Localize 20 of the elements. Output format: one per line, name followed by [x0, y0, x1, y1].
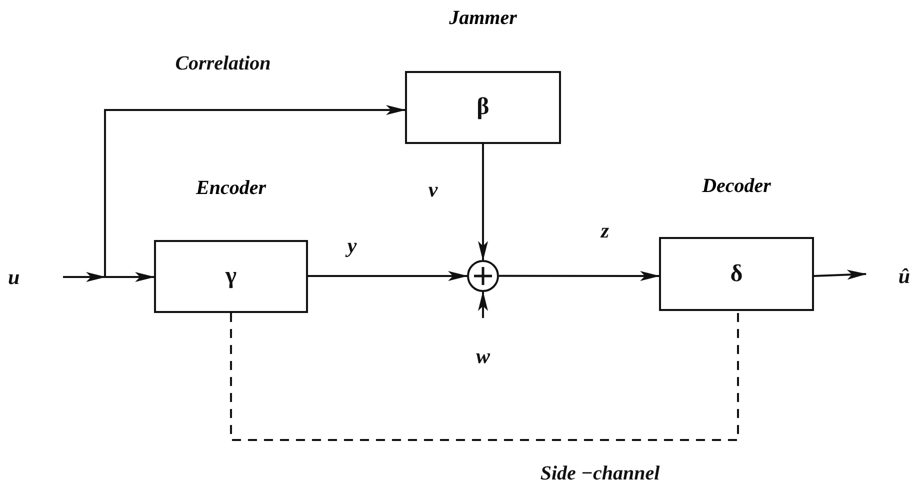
process-box: β: [405, 71, 561, 144]
arrow: [478, 291, 488, 318]
block-heading: Decoder: [702, 174, 771, 198]
arrow: [499, 270, 660, 281]
edge-label: Correlation: [175, 52, 271, 76]
connector-line: [230, 311, 739, 441]
arrow: [814, 270, 867, 280]
edge-label: y: [347, 234, 357, 258]
signal-variable: û: [898, 264, 910, 288]
process-box: γ: [154, 240, 308, 313]
signal-variable: u: [8, 265, 20, 289]
edge-label: Side −channel: [540, 462, 660, 486]
signal-variable: w: [476, 344, 490, 368]
edge-label: z: [600, 218, 610, 244]
block-heading: Jammer: [449, 6, 517, 30]
edge-label: v: [428, 178, 438, 202]
arrow: [308, 271, 468, 282]
block-heading: Encoder: [196, 176, 266, 200]
arrow: [478, 144, 488, 261]
process-box: δ: [659, 237, 814, 311]
